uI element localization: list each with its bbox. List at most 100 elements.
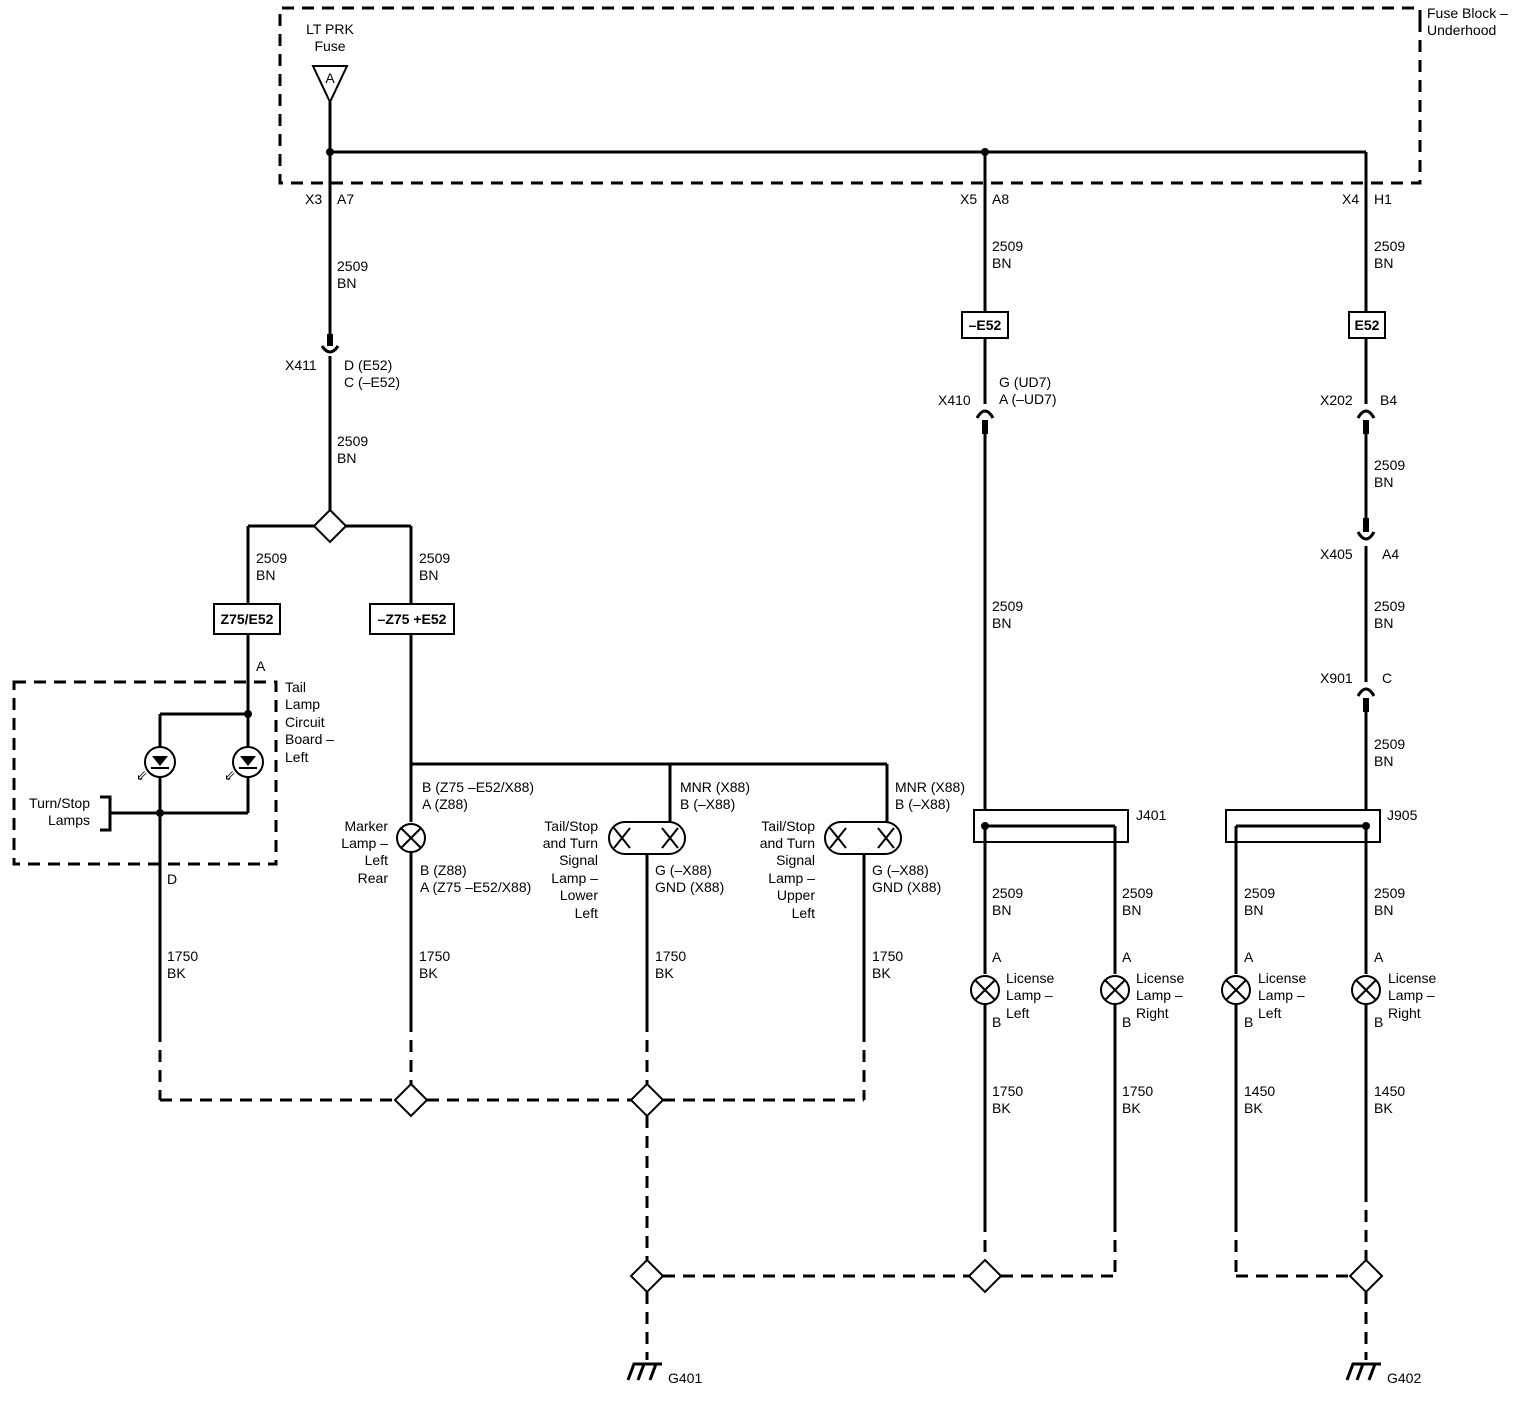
lic1-pin-b: B [992, 1014, 1001, 1030]
lic4-label-3: Right [1388, 1005, 1421, 1021]
marker-gnd-color: BK [419, 965, 438, 981]
marker-label-2: Lamp – [341, 835, 388, 851]
lic2-gnd-color: BK [1122, 1100, 1141, 1116]
license-lamps-j401: A B License Lamp – Left 1750 BK A B Lice… [967, 949, 1184, 1294]
lic1-gnd-color: BK [992, 1100, 1011, 1116]
upper-gnd-circuit: 1750 [872, 948, 903, 964]
upper-x2b [877, 827, 895, 849]
lower-lamp-body [608, 821, 686, 855]
upper-top-pin-1: MNR (X88) [895, 779, 965, 795]
option-neg-e52-label: –E52 [969, 317, 1002, 333]
lic3-x2 [1225, 979, 1247, 1001]
x901-pin: C [1382, 670, 1392, 686]
lower-x1b [613, 827, 631, 849]
upper-label-5: Upper [777, 887, 815, 903]
lower-top-pin-1: MNR (X88) [680, 779, 750, 795]
right-feed4-circuit: 2509 [1374, 598, 1405, 614]
led-1-diode [152, 756, 168, 766]
tail-gnd-color: BK [167, 965, 186, 981]
upper-label-3: Signal [776, 852, 815, 868]
right-feed5-color: BN [1374, 753, 1393, 769]
j905-left-color: BN [1244, 902, 1263, 918]
branch-right-color: BN [419, 567, 438, 583]
lic2-pin-b: B [1122, 1014, 1131, 1030]
left-feed2-circuit: 2509 [337, 433, 368, 449]
marker-bottom-pin-1: B (Z88) [420, 862, 467, 878]
mid-feed3-circuit: 2509 [992, 598, 1023, 614]
lic3-pin-b: B [1244, 1014, 1253, 1030]
lower-x2b [661, 827, 679, 849]
lic1-x2 [974, 979, 996, 1001]
middle-feed: 2509 BN –E52 X410 G (UD7) A (–UD7) 2509 … [938, 152, 1167, 974]
lower-lamp: MNR (X88) B (–X88) Tail/Stop and Turn Si… [543, 779, 750, 1020]
lic4-gnd-circuit: 1450 [1374, 1083, 1405, 1099]
right-feed3-circuit: 2509 [1374, 457, 1405, 473]
left-feed-color: BN [337, 275, 356, 291]
marker-label-4: Rear [358, 870, 389, 886]
lic2-label-1: License [1136, 970, 1184, 986]
x202-name: X202 [1320, 392, 1353, 408]
tail-pin-a: A [256, 658, 266, 674]
lic3-label-2: Lamp – [1258, 987, 1305, 1003]
x405-name: X405 [1320, 546, 1353, 562]
j401-right-color: BN [1122, 902, 1141, 918]
lower-label-3: Signal [559, 852, 598, 868]
upper-label-2: and Turn [760, 835, 815, 851]
lower-bottom-pin-1: G (–X88) [655, 862, 712, 878]
x405-pin-mark [1363, 518, 1369, 532]
led-2-rays: ⇙ [224, 767, 236, 783]
upper-lamp: MNR (X88) B (–X88) Tail/Stop and Turn Si… [760, 779, 965, 1030]
upper-top-pin-2: B (–X88) [895, 796, 950, 812]
lower-label-2: and Turn [543, 835, 598, 851]
right-feed4-color: BN [1374, 615, 1393, 631]
marker-top-pin-1: B (Z75 –E52/X88) [422, 779, 534, 795]
j905-left-circuit: 2509 [1244, 885, 1275, 901]
right-feed-circuit: 2509 [1374, 238, 1405, 254]
marker-bulb-x2 [400, 827, 422, 849]
x410-connector [975, 409, 995, 419]
tail-junction-bottom [156, 809, 164, 817]
right-feed5-circuit: 2509 [1374, 736, 1405, 752]
splice-g401 [629, 1258, 665, 1294]
upper-bottom-pin-1: G (–X88) [872, 862, 929, 878]
lic2-label-3: Right [1136, 1005, 1169, 1021]
tail-board-border [12, 680, 278, 866]
lower-label-4: Lamp – [551, 870, 598, 886]
lic1-label-2: Lamp – [1006, 987, 1053, 1003]
tail-gnd-circuit: 1750 [167, 948, 198, 964]
x410-name: X410 [938, 392, 971, 408]
lower-gnd-color: BK [655, 965, 674, 981]
upper-label-4: Lamp – [768, 870, 815, 886]
out-mid-conn: X5 [960, 191, 977, 207]
fuse-name-1: LT PRK [306, 21, 354, 37]
x901-name: X901 [1320, 670, 1353, 686]
fuse-block-label-1: Fuse Block – [1427, 5, 1508, 21]
upper-label-6: Left [792, 905, 815, 921]
fuse-block-border [278, 6, 1422, 185]
option-e52 [1348, 311, 1386, 339]
lic1-label-3: Left [1006, 1005, 1029, 1021]
lic4-x2 [1355, 979, 1377, 1001]
splice-j401-gnd [967, 1258, 1003, 1294]
option-z75-e52-label: Z75/E52 [221, 611, 274, 627]
out-mid-pin: A8 [992, 191, 1009, 207]
splice-gnd-marker [393, 1082, 429, 1118]
marker-label-3: Left [365, 852, 388, 868]
x411-pin1: D (E52) [344, 357, 392, 373]
fuse-block: Fuse Block – Underhood LT PRK Fuse A [278, 5, 1508, 185]
lower-label-6: Left [575, 905, 598, 921]
tail-label-1: Tail [285, 679, 306, 695]
x410-pin2: A (–UD7) [999, 391, 1057, 407]
fuse-symbol [311, 65, 349, 105]
right-feed: 2509 BN E52 X202 B4 2509 BN X405 A4 2509… [1225, 152, 1418, 974]
tail-lamp-board: A Tail Lamp Circuit Board – Left ⇙ ⇙ Tur… [12, 634, 334, 1030]
x202-pin-mark [1363, 420, 1369, 434]
lic2-pin-a: A [1122, 949, 1132, 965]
tail-label-5: Left [285, 749, 308, 765]
tail-label-2: Lamp [285, 696, 320, 712]
tail-pin-d: D [167, 871, 177, 887]
upper-x1b [829, 827, 847, 849]
fuse-pin: A [325, 70, 335, 86]
turn-stop-label-1: Turn/Stop [29, 795, 90, 811]
marker-top-pin-2: A (Z88) [422, 796, 468, 812]
